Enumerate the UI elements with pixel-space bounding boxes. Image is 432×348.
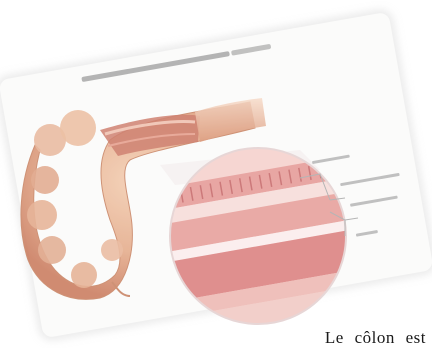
caption-text: Le côlon est: [325, 328, 426, 348]
blurred-title: [81, 44, 271, 82]
